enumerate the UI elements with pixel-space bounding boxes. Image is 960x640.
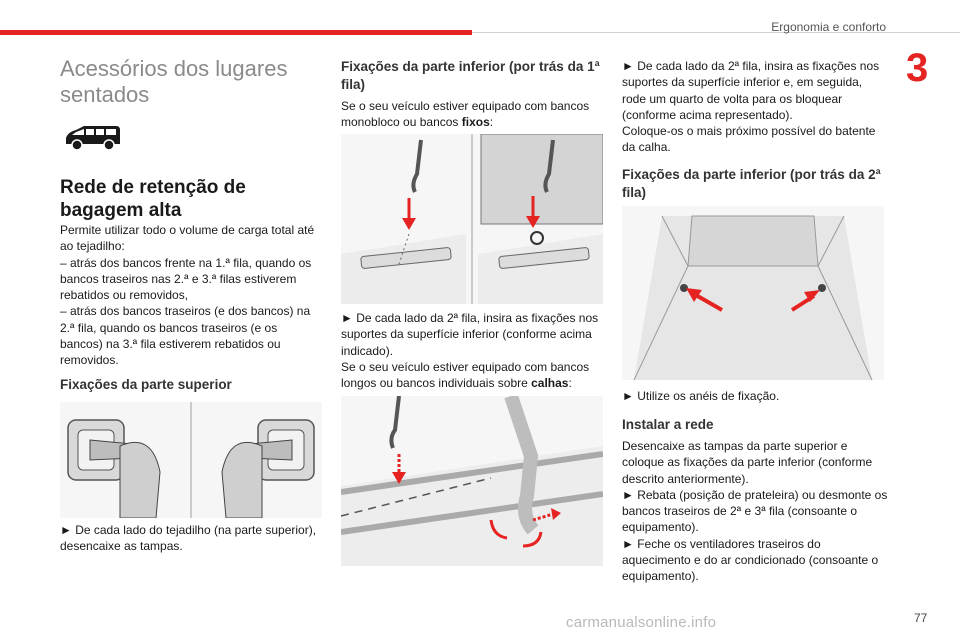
- install-net-text: Desencaixe as tampas da parte superior e…: [622, 439, 888, 584]
- upper-fixings-illustration: [60, 402, 322, 518]
- lower-fixings-row2-step: ► Utilize os anéis de fixação.: [622, 389, 780, 403]
- header-accent-bar: [0, 30, 472, 35]
- section-title: Ergonomia e conforto: [771, 20, 886, 34]
- lower-fixings-rails-intro: Se o seu veículo estiver equipado com ba…: [341, 360, 590, 391]
- upper-fixings-step: ► De cada lado do tejadilho (na parte su…: [60, 523, 317, 554]
- upper-fixings-title: Fixações da parte superior: [60, 377, 232, 392]
- rail-seat-fixings-illustration: [341, 396, 603, 566]
- install-net-title: Instalar a rede: [622, 417, 714, 432]
- net-title: Rede de retenção de bagagem alta: [60, 177, 246, 221]
- net-text: Permite utilizar todo o volume de carga …: [60, 223, 315, 368]
- lower-fixings-row1-step: ► De cada lado da 2ª fila, insira as fix…: [341, 311, 599, 358]
- header-rule: [472, 32, 960, 33]
- page-title: Acessórios dos lugares sentados: [60, 56, 288, 107]
- lower-fixings-row1-title: Fixações da parte inferior (por trás da …: [341, 59, 600, 92]
- watermark: carmanualsonline.info: [566, 614, 717, 631]
- chapter-number: 3: [906, 46, 929, 90]
- rails-step-text: ► De cada lado da 2ª fila, insira as fix…: [622, 59, 880, 155]
- lower-fixings-row2-title: Fixações da parte inferior (por trás da …: [622, 167, 881, 200]
- van-icon: [62, 124, 122, 152]
- page-number: 77: [914, 611, 928, 625]
- cargo-floor-rings-illustration: [622, 206, 884, 380]
- lower-fixings-row1-intro: Se o seu veículo estiver equipado com ba…: [341, 99, 590, 130]
- fixed-seat-fixings-illustration: [341, 134, 603, 304]
